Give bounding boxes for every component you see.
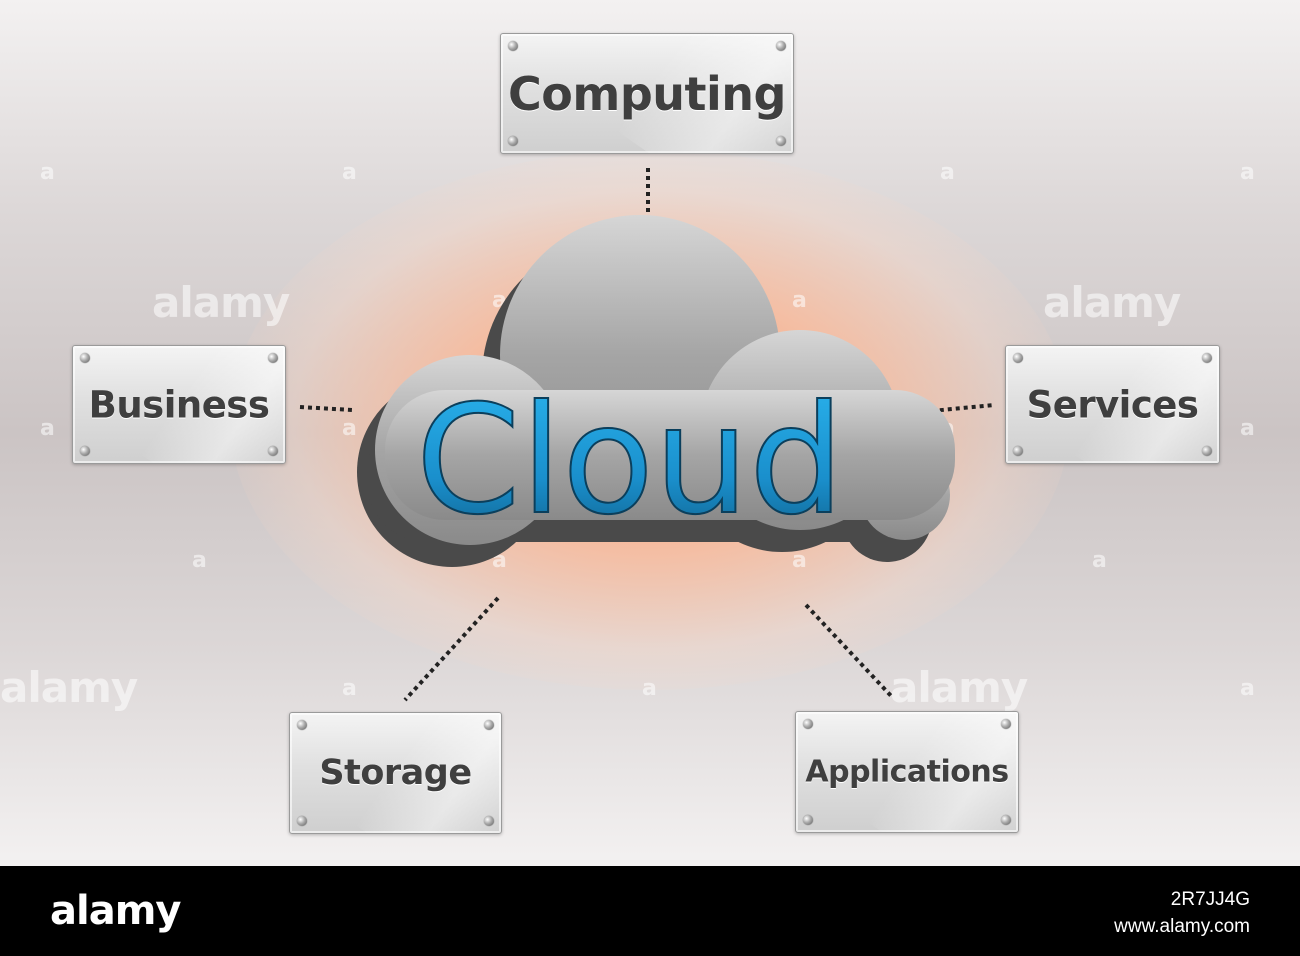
screw-icon [508, 41, 518, 51]
watermark-mark: a [1240, 676, 1255, 701]
watermark-mark: a [940, 160, 955, 185]
screw-icon [1013, 446, 1023, 456]
watermark-mark: a [1092, 548, 1107, 573]
screw-icon [297, 816, 307, 826]
node-label: Business [88, 383, 270, 426]
connector-business [299, 405, 353, 412]
node-computing: Computing [500, 33, 794, 154]
connector-applications [804, 603, 895, 700]
stock-footer: alamy 2R7JJ4G www.alamy.com [0, 866, 1300, 956]
screw-icon [1001, 815, 1011, 825]
screw-icon [297, 720, 307, 730]
site-url: www.alamy.com [1114, 916, 1250, 937]
watermark-mark: a [642, 676, 657, 701]
watermark-mark: a [1240, 160, 1255, 185]
screw-icon [484, 816, 494, 826]
node-label: Services [1026, 383, 1199, 426]
watermark-text: alamy [1043, 278, 1181, 327]
image-id: 2R7JJ4G [1170, 889, 1250, 910]
screw-icon [508, 136, 518, 146]
screw-icon [1013, 353, 1023, 363]
screw-icon [80, 353, 90, 363]
watermark-mark: a [342, 160, 357, 185]
cloud-title: Cloud [416, 374, 844, 548]
watermark-text: alamy [890, 663, 1028, 712]
node-business: Business [72, 345, 286, 464]
node-services: Services [1005, 345, 1220, 464]
screw-icon [803, 815, 813, 825]
node-applications: Applications [795, 711, 1019, 833]
watermark-mark: a [40, 416, 55, 441]
watermark-mark: a [792, 548, 807, 573]
watermark-mark: a [342, 676, 357, 701]
node-label: Computing [508, 66, 786, 121]
screw-icon [268, 353, 278, 363]
watermark-text: alamy [0, 663, 138, 712]
screw-icon [803, 719, 813, 729]
node-label: Applications [805, 754, 1009, 790]
screw-icon [776, 136, 786, 146]
connector-storage [403, 596, 500, 702]
screw-icon [268, 446, 278, 456]
watermark-mark: a [342, 416, 357, 441]
watermark-mark: a [192, 548, 207, 573]
screw-icon [80, 446, 90, 456]
node-storage: Storage [289, 712, 502, 834]
alamy-logo: alamy [50, 888, 181, 934]
node-label: Storage [319, 753, 472, 793]
screw-icon [776, 41, 786, 51]
watermark-mark: a [792, 288, 807, 313]
cloud-shape: Cloud [357, 215, 955, 567]
watermark-mark: a [40, 160, 55, 185]
watermark-mark: a [1240, 416, 1255, 441]
screw-icon [484, 720, 494, 730]
watermark-text: alamy [152, 278, 290, 327]
cloud-body [375, 215, 955, 545]
screw-icon [1202, 353, 1212, 363]
diagram-canvas: alamy alamy alamy alamy alamy a a a a a … [0, 0, 1300, 866]
screw-icon [1001, 719, 1011, 729]
screw-icon [1202, 446, 1212, 456]
